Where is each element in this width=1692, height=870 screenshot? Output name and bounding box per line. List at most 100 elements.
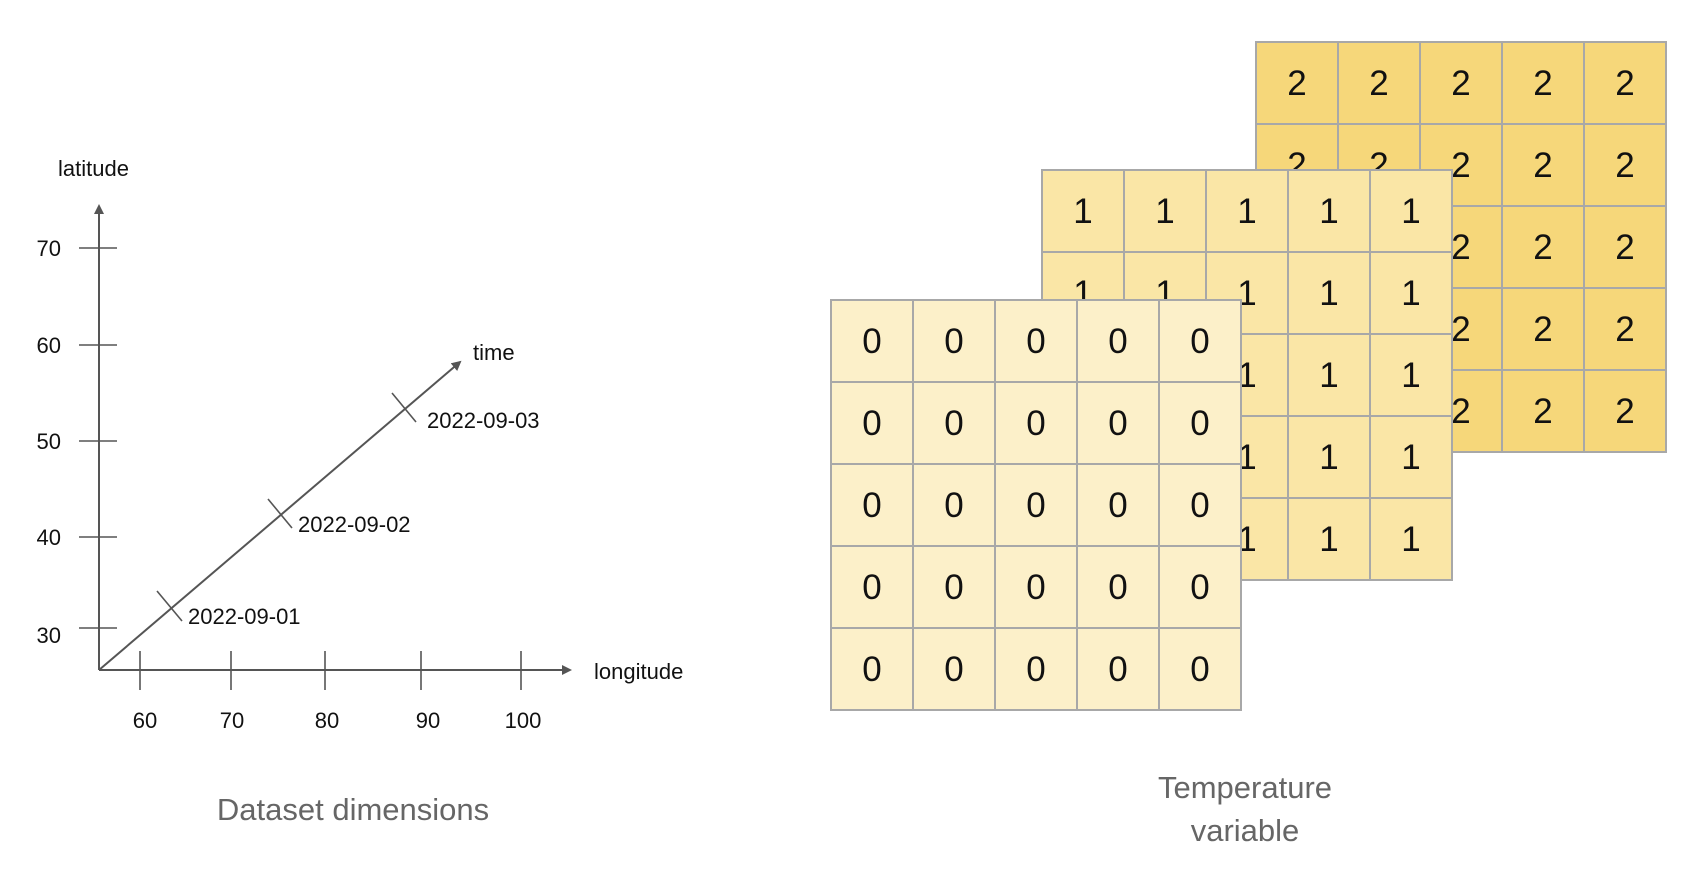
grid-cell: [1369, 169, 1453, 253]
grid-cell: [1158, 381, 1242, 465]
grid-cell: [994, 463, 1078, 547]
grid-cell: [994, 545, 1078, 629]
grid-cell-value: 0: [1108, 568, 1127, 607]
grid-cell: [912, 299, 996, 383]
latitude-axis-label: latitude: [58, 156, 129, 181]
grid-cell-value: 1: [1401, 192, 1420, 231]
grid-cell-value: 1: [1237, 438, 1256, 477]
grid-cell: [1076, 545, 1160, 629]
grid-cell: [1501, 41, 1585, 125]
grid-cell-value: 0: [1190, 322, 1209, 361]
grid-cell: [1287, 333, 1371, 417]
grid-cell-value: 1: [1237, 192, 1256, 231]
longitude-tick-label: 90: [416, 708, 440, 733]
dimensions-caption: Dataset dimensions: [217, 792, 489, 827]
grid-cell-value: 2: [1615, 392, 1634, 431]
grid-cell-value: 1: [1401, 274, 1420, 313]
grid-cell-value: 0: [1190, 404, 1209, 443]
grid-cell: [1369, 333, 1453, 417]
grid-cell-value: 2: [1533, 310, 1552, 349]
grid-cell-value: 1: [1401, 438, 1420, 477]
grid-cell-value: 0: [862, 486, 881, 525]
grid-cell-value: 2: [1615, 228, 1634, 267]
grid-cell-value: 1: [1237, 356, 1256, 395]
grid-cell-value: 1: [1237, 274, 1256, 313]
grid-cell-value: 0: [1108, 650, 1127, 689]
time-axis: [98, 360, 462, 671]
grid-cell: [830, 381, 914, 465]
grid-cell-value: 0: [1108, 404, 1127, 443]
grid-cell: [830, 463, 914, 547]
grid-cell: [1583, 41, 1667, 125]
temperature-layers: 2222222222222222222222222111111111111111…: [830, 41, 1667, 711]
grid-cell: [1583, 369, 1667, 453]
grid-cell-value: 0: [1190, 650, 1209, 689]
grid-cell: [912, 627, 996, 711]
grid-cell: [994, 627, 1078, 711]
grid-cell: [1076, 299, 1160, 383]
grid-cell: [1501, 287, 1585, 371]
latitude-tick-label: 40: [37, 525, 61, 550]
grid-cell: [912, 381, 996, 465]
grid-cell-value: 1: [1155, 192, 1174, 231]
latitude-tick-label: 70: [37, 236, 61, 261]
grid-cell: [1158, 545, 1242, 629]
longitude-tick-label: 80: [315, 708, 339, 733]
time-tick-label: 2022-09-01: [188, 604, 301, 629]
grid-cell-value: 2: [1615, 146, 1634, 185]
time-tick-label: 2022-09-02: [298, 512, 411, 537]
grid-cell-value: 2: [1451, 392, 1470, 431]
grid-cell-value: 2: [1369, 64, 1388, 103]
grid-cell-value: 2: [1533, 228, 1552, 267]
grid-cell: [830, 545, 914, 629]
temperature-layer-1: 1111111111111111111111111: [1041, 169, 1453, 581]
grid-cell-value: 0: [862, 404, 881, 443]
latitude-tick-label: 50: [37, 429, 61, 454]
time-axis-label: time: [473, 340, 515, 365]
grid-cell-value: 0: [1190, 568, 1209, 607]
variable-caption-line1: Temperature: [1158, 770, 1332, 805]
variable-panel: 2222222222222222222222222111111111111111…: [830, 41, 1667, 848]
grid-cell-value: 1: [1319, 356, 1338, 395]
grid-cell: [1158, 627, 1242, 711]
time-tick-mark: [267, 498, 293, 529]
grid-cell-value: 0: [1108, 322, 1127, 361]
latitude-tick-label: 60: [37, 333, 61, 358]
grid-cell: [994, 299, 1078, 383]
grid-cell: [1501, 205, 1585, 289]
grid-cell-value: 2: [1615, 64, 1634, 103]
grid-cell-value: 0: [1190, 486, 1209, 525]
grid-cell: [1369, 497, 1453, 581]
grid-cell-value: 2: [1451, 228, 1470, 267]
grid-cell-value: 0: [944, 650, 963, 689]
longitude-axis-label: longitude: [594, 659, 683, 684]
grid-cell: [912, 545, 996, 629]
grid-cell-value: 2: [1533, 392, 1552, 431]
longitude-tick-label: 60: [133, 708, 157, 733]
grid-cell: [1583, 287, 1667, 371]
grid-cell-value: 0: [1026, 650, 1045, 689]
grid-cell-value: 0: [944, 486, 963, 525]
grid-cell: [1369, 251, 1453, 335]
grid-cell-value: 0: [1026, 322, 1045, 361]
time-tick-mark: [391, 392, 417, 423]
grid-cell-value: 1: [1319, 274, 1338, 313]
grid-cell-value: 2: [1533, 146, 1552, 185]
grid-cell-value: 0: [862, 650, 881, 689]
grid-cell-value: 1: [1319, 520, 1338, 559]
grid-cell-value: 1: [1319, 192, 1338, 231]
longitude-tick-label: 100: [505, 708, 542, 733]
grid-cell-value: 0: [862, 568, 881, 607]
grid-cell-value: 0: [862, 322, 881, 361]
grid-cell: [1419, 41, 1503, 125]
grid-cell-value: 2: [1451, 146, 1470, 185]
grid-cell-value: 2: [1451, 64, 1470, 103]
grid-cell-value: 0: [1026, 404, 1045, 443]
grid-cell: [1501, 369, 1585, 453]
grid-cell: [1287, 251, 1371, 335]
latitude-tick-label: 30: [37, 623, 61, 648]
grid-cell-value: 0: [1108, 486, 1127, 525]
grid-cell: [912, 463, 996, 547]
